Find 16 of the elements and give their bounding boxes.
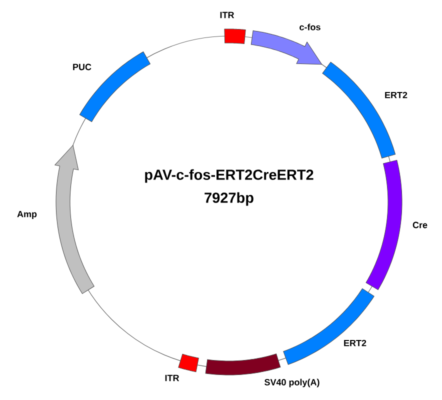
- node-label: ITR: [165, 374, 180, 382]
- plasmid-feature: ERT2: [283, 288, 374, 365]
- node-label: Amp: [17, 210, 37, 220]
- plasmid-size: 7927bp: [204, 192, 254, 206]
- plasmid-name: pAV-c-fos-ERT2CreERT2: [145, 169, 314, 183]
- plasmid-feature: ITR: [165, 354, 199, 382]
- plasmid-feature: Amp: [17, 144, 94, 294]
- plasmid-feature: c-fos: [250, 24, 322, 65]
- plasmid-feature: PUC: [73, 51, 150, 122]
- node-label: SV40 poly(A): [264, 378, 320, 388]
- plasmid-feature: Cre: [366, 160, 428, 290]
- node-label: c-fos: [300, 24, 320, 30]
- plasmid-feature: ITR: [220, 12, 246, 44]
- node-label: ITR: [220, 12, 234, 18]
- plasmid-feature: ERT2: [322, 62, 408, 158]
- node-label: Cre: [412, 222, 428, 228]
